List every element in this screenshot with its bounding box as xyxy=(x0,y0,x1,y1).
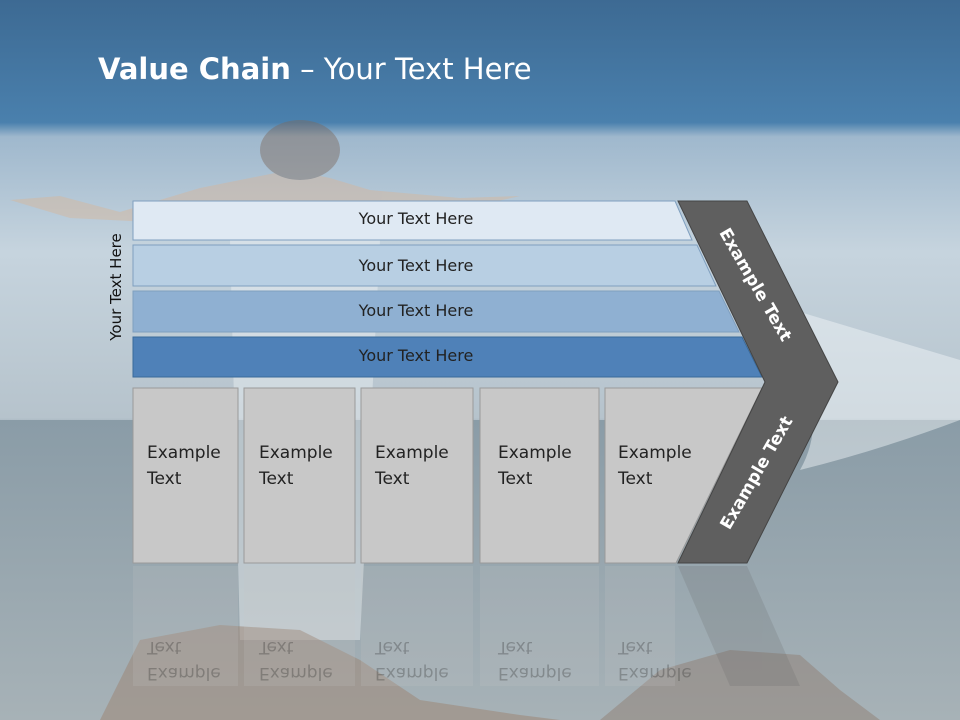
box-5-reflection: Example Text xyxy=(618,637,692,683)
box-1-reflection: Example Text xyxy=(147,637,221,683)
box-2 xyxy=(243,387,356,564)
box-4-reflection: Example Text xyxy=(498,637,572,683)
slide-title: Value Chain – Your Text Here xyxy=(98,52,532,86)
box-1 xyxy=(132,387,239,564)
box-3-reflection: Example Text xyxy=(375,637,449,683)
bar-1-label: Your Text Here xyxy=(358,209,474,228)
box-1-label: Example Text xyxy=(147,443,221,489)
bar-3-label: Your Text Here xyxy=(358,301,474,320)
chevron-arrow xyxy=(677,200,839,564)
box-3 xyxy=(360,387,474,564)
bar-3 xyxy=(132,290,740,333)
bar-1 xyxy=(132,200,693,241)
box-5 xyxy=(604,387,763,564)
reflection xyxy=(133,566,800,686)
box-5-label: Example Text xyxy=(618,443,692,489)
bar-4-label: Your Text Here xyxy=(358,346,474,365)
bar-4 xyxy=(132,336,763,378)
box-4-label: Example Text xyxy=(498,443,572,489)
box-2-label: Example Text xyxy=(259,443,333,489)
box-2-reflection: Example Text xyxy=(259,637,333,683)
bar-2-label: Your Text Here xyxy=(358,256,474,275)
bar-2 xyxy=(132,244,717,287)
box-4 xyxy=(479,387,600,564)
box-3-label: Example Text xyxy=(375,443,449,489)
